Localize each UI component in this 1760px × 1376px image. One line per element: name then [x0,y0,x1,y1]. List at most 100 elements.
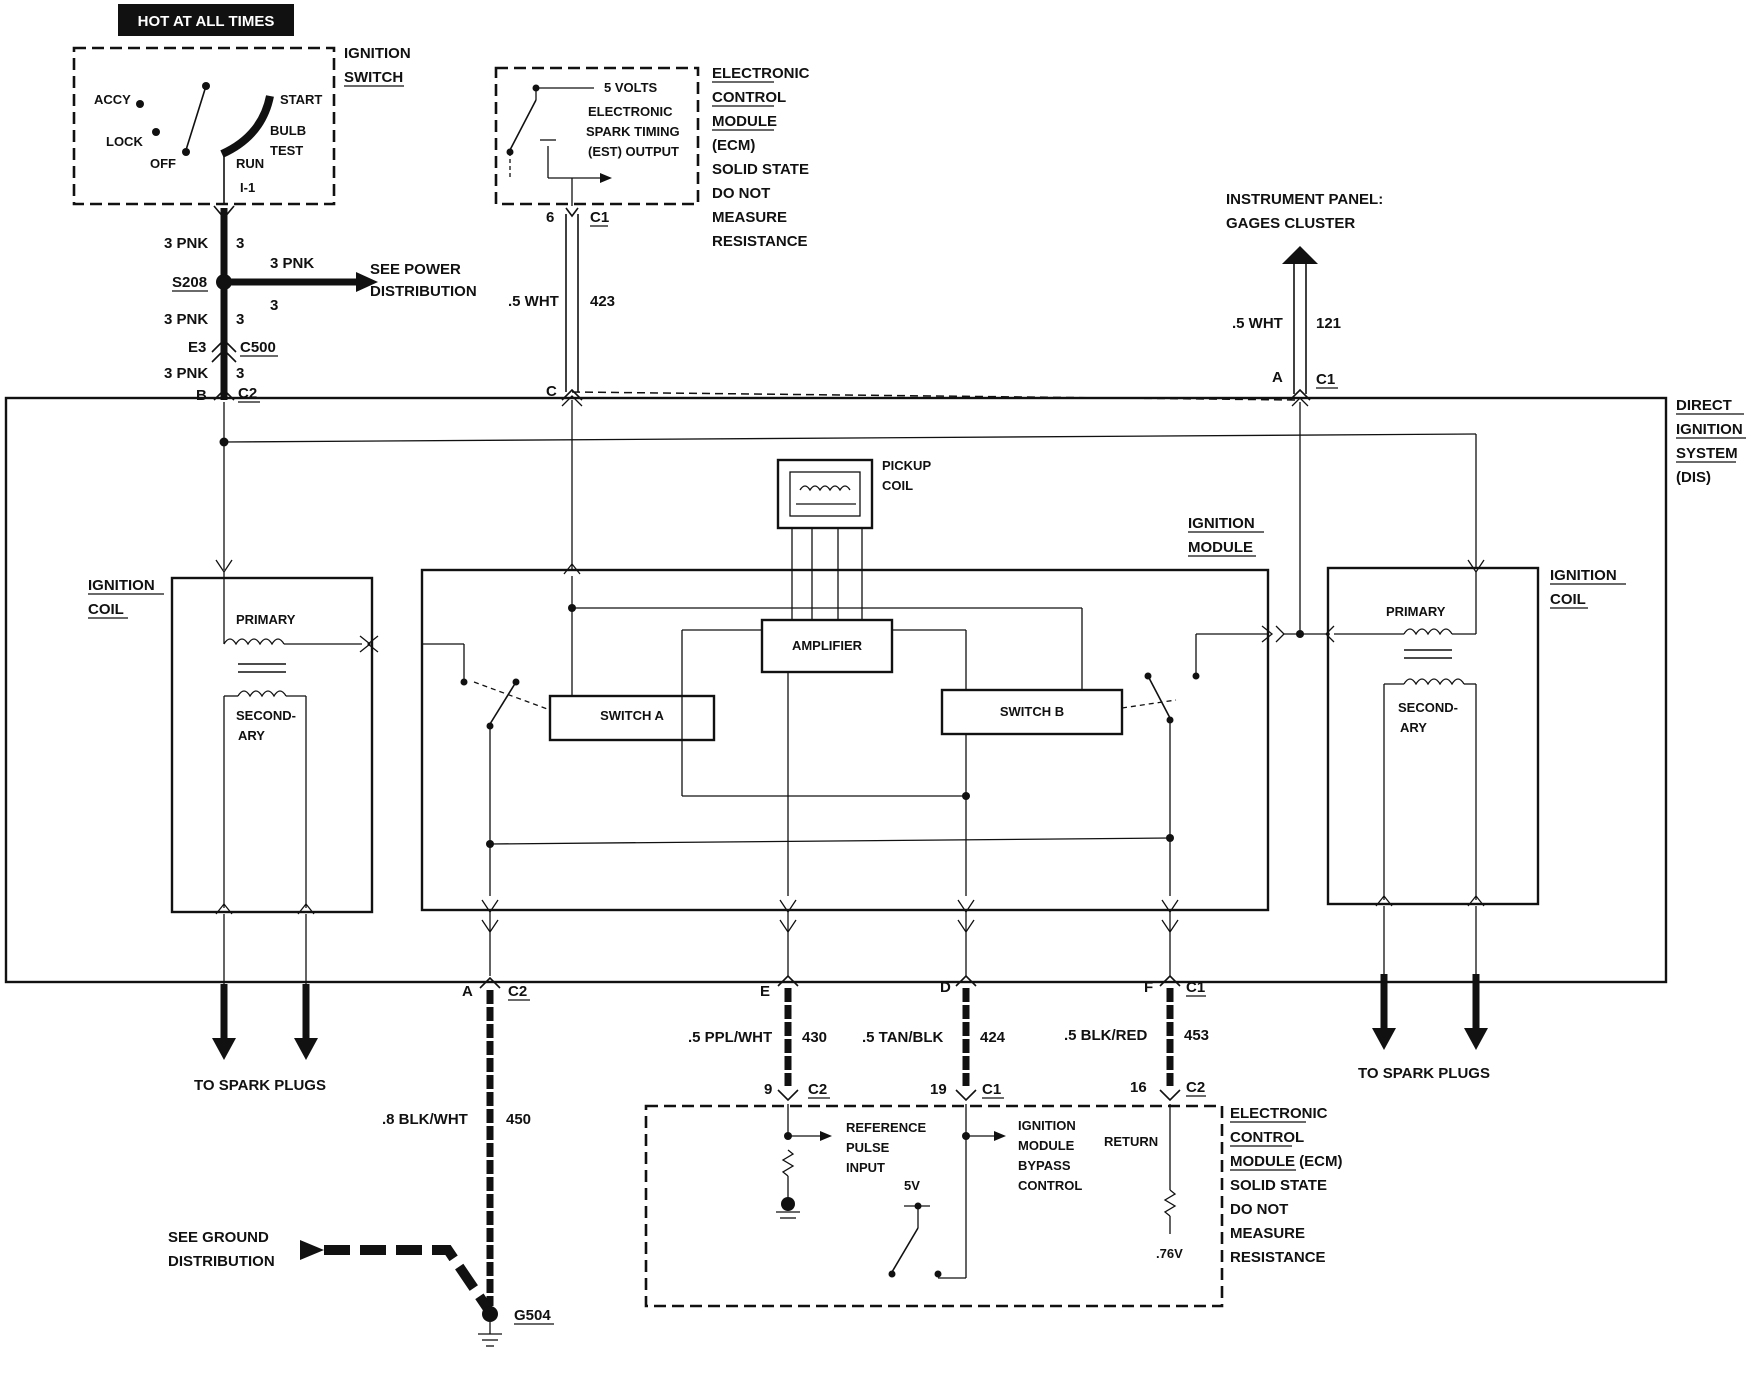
right-coil-secondary-1: ARY [1400,720,1427,735]
splice-s208: S208 [172,274,207,291]
ecm-top-inner-2: SPARK TIMING [586,124,680,139]
ecm-reference-1: PULSE [846,1140,890,1155]
switch-b-box [940,688,1124,736]
wire-f-color: .5 BLK/RED [1064,1027,1148,1044]
ecm-top-connector-c1: C1 [590,209,609,226]
wire-f-circuit: 453 [1184,1027,1209,1044]
right-spark-plugs-label: TO SPARK PLUGS [1358,1065,1490,1082]
pickup-coil-box [776,458,874,530]
pickup-coil-label-1: COIL [882,478,913,493]
ecm-bottom-title-5: MEASURE [1230,1225,1305,1242]
ground-connector-c2: C2 [508,983,527,1000]
ignition-module-title-0: IGNITION [1188,515,1255,532]
see-ground-line2: DISTRIBUTION [168,1253,275,1270]
left-coil-secondary-1: ARY [238,728,265,743]
wire-f-pin: F [1144,979,1153,996]
ecm-bypass-1: MODULE [1018,1138,1075,1153]
feed-branch-color: 3 PNK [270,255,314,272]
left-spark-plugs-label: TO SPARK PLUGS [194,1077,326,1094]
right-coil-secondary-0: SECOND- [1398,700,1458,715]
feed-mid-color: 3 PNK [164,311,208,328]
ecm-bottom-title-0: ELECTRONIC [1230,1105,1328,1122]
c2-pin-b: B [196,387,207,404]
switch-a-box [548,694,716,742]
feed-lower-color: 3 PNK [164,365,208,382]
ignition-module-title-1: MODULE [1188,539,1253,556]
feed-branch-circuit: 3 [270,297,278,314]
switch-pos-run: RUN [236,156,264,171]
hot-at-all-times-label: HOT AT ALL TIMES [138,13,275,30]
switch-pos-test: TEST [270,143,303,158]
ground-wire-color: .8 BLK/WHT [382,1111,468,1128]
feed-upper-color: 3 PNK [164,235,208,252]
ecm-top-box [494,66,700,206]
switch-pos-off: OFF [150,156,176,171]
wire-f-ecm-conn: C2 [1186,1079,1205,1096]
see-power-line1: SEE POWER [370,261,461,278]
ecm-bottom-title-3: SOLID STATE [1230,1177,1327,1194]
ignition-module-box [420,568,1270,912]
c500-connector: C500 [240,339,276,356]
switch-pos-accy: ACCY [94,92,131,107]
c2-connector-top: C2 [238,385,257,402]
wire-e-circuit: 430 [802,1029,827,1046]
left-ignition-coil-box [170,576,374,914]
ecm-voltage: .76V [1156,1246,1183,1261]
see-power-line2: DISTRIBUTION [370,283,477,300]
ecm-bypass-2: BYPASS [1018,1158,1071,1173]
left-coil-primary: PRIMARY [236,612,296,627]
left-coil-secondary-0: SECOND- [236,708,296,723]
left-coil-title-0: IGNITION [88,577,155,594]
ecm-top-title-7: RESISTANCE [712,233,808,250]
ecm-bottom-title-2: MODULE (ECM) [1230,1153,1343,1170]
instrument-panel-line2: GAGES CLUSTER [1226,215,1355,232]
est-wire-color: .5 WHT [508,293,559,310]
ecm-top-5volts: 5 VOLTS [604,80,658,95]
right-coil-title-1: COIL [1550,591,1586,608]
see-ground-line1: SEE GROUND [168,1229,269,1246]
instrument-panel-line1: INSTRUMENT PANEL: [1226,191,1383,208]
est-wire-pin-c: C [546,383,557,400]
ecm-top-title-4: SOLID STATE [712,161,809,178]
amplifier-label: AMPLIFIER [792,638,863,653]
ecm-reference-2: INPUT [846,1160,885,1175]
ignition-switch-box [72,46,336,206]
wire-e-ecm-pin: 9 [764,1081,772,1098]
ecm-top-title-1: CONTROL [712,89,786,106]
wire-d-color: .5 TAN/BLK [862,1029,944,1046]
dis-title-3: (DIS) [1676,469,1711,486]
ground-wire-circuit: 450 [506,1111,531,1128]
ecm-top-title-5: DO NOT [712,185,770,202]
dis-box [4,396,1668,984]
wire-d-ecm-conn: C1 [982,1081,1001,1098]
wire-d-ecm-pin: 19 [930,1081,947,1098]
feed-upper-circuit: 3 [236,235,244,252]
ecm-top-inner-3: (EST) OUTPUT [588,144,679,159]
switch-pos-bulb: BULB [270,123,306,138]
ecm-bottom-box [644,1104,1224,1308]
ignition-switch-title: IGNITION [344,45,411,62]
ecm-top-inner-1: ELECTRONIC [588,104,673,119]
left-coil-title-1: COIL [88,601,124,618]
instrument-connector-c1: C1 [1316,371,1335,388]
ignition-switch-title-2: SWITCH [344,69,403,86]
ecm-top-title-3: (ECM) [712,137,755,154]
wire-e-color: .5 PPL/WHT [688,1029,772,1046]
feed-mid-circuit: 3 [236,311,244,328]
ecm-5v: 5V [904,1178,920,1193]
instrument-wire-circuit: 121 [1316,315,1341,332]
ecm-top-title-0: ELECTRONIC [712,65,810,82]
ecm-bypass-0: IGNITION [1018,1118,1076,1133]
right-ignition-coil-box [1326,566,1540,906]
c500-pin: E3 [188,339,206,356]
wire-d-circuit: 424 [980,1029,1006,1046]
hot-at-all-times-tag [118,4,294,36]
wire-d-pin: D [940,979,951,996]
dis-title-0: DIRECT [1676,397,1732,414]
dis-title-1: IGNITION [1676,421,1743,438]
ground-pin-a: A [462,983,473,1000]
amplifier-box [760,618,894,674]
feed-lower-circuit: 3 [236,365,244,382]
wire-f-conn-top: C1 [1186,979,1205,996]
